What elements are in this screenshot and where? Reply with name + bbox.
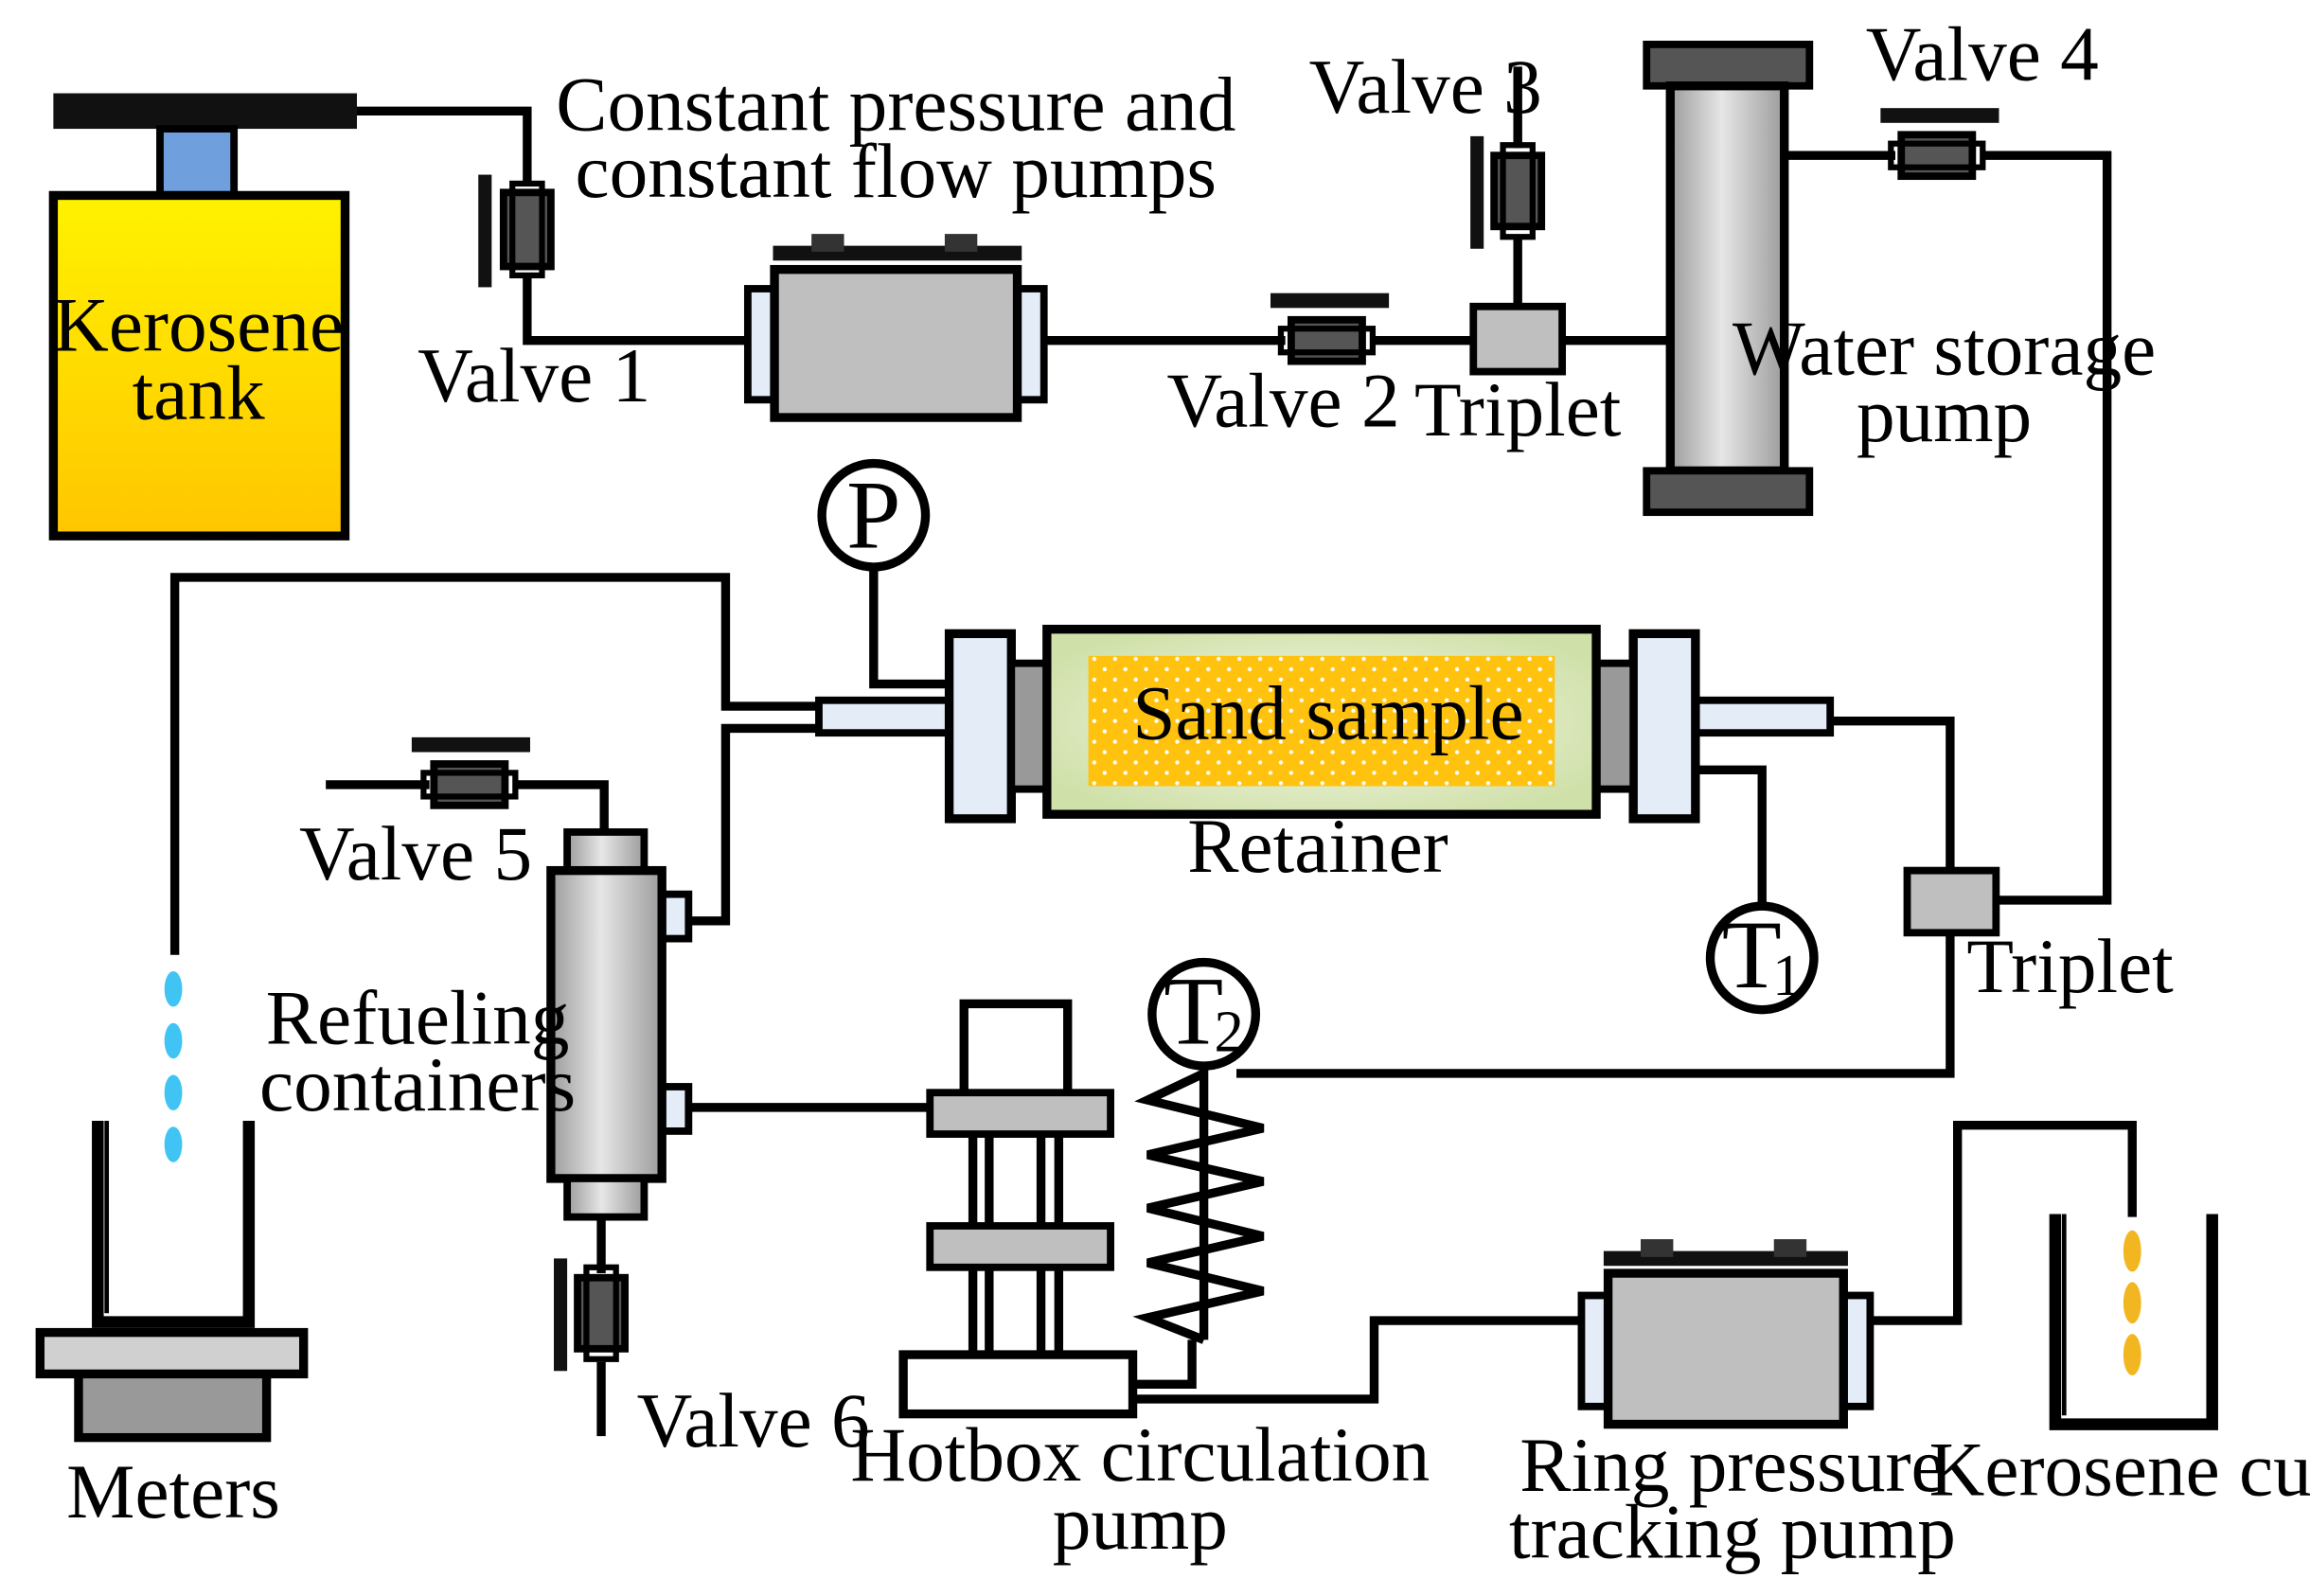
- hotbox-label-line1: Hotbox circulation: [850, 1412, 1430, 1498]
- retainer: [815, 625, 1835, 824]
- pumps-label-line2: constant flow pumps: [576, 129, 1217, 214]
- t1-subscript: 1: [1772, 942, 1802, 1008]
- valve-5-label: Valve 5: [299, 811, 532, 896]
- pressure-gauge-label: P: [846, 462, 900, 570]
- thermometer-t1: T 1: [1705, 901, 1819, 1015]
- kerosene-tank-label-line1: Kerosene: [53, 283, 344, 368]
- pressure-gauge: P: [817, 458, 931, 572]
- valve-1[interactable]: [478, 174, 555, 288]
- retainer-label: Retainer: [1187, 804, 1448, 889]
- ring-pump-label-line1: Ring pressure: [1519, 1423, 1945, 1508]
- refueling-label-line1: Refueling: [266, 976, 570, 1061]
- t2-subscript: 2: [1215, 998, 1244, 1064]
- valve-2[interactable]: [1270, 293, 1390, 365]
- hotbox-label-line2: pump: [1053, 1481, 1228, 1566]
- valve-4[interactable]: [1880, 108, 1999, 181]
- valve-5[interactable]: [411, 736, 530, 809]
- valve-3[interactable]: [1470, 135, 1546, 249]
- refueling-label-line2: containers: [259, 1042, 576, 1127]
- valve-1-label: Valve 1: [418, 333, 650, 418]
- triplet-right-label: Triplet: [1966, 924, 2174, 1009]
- kerosene-cup-label: Kerosene cup: [1929, 1428, 2310, 1513]
- kerosene-tank-label-line2: tank: [133, 351, 265, 436]
- ring-pressure-tracking-pump: [1577, 1239, 1875, 1429]
- water-drops: [164, 970, 183, 1162]
- valve-4-label: Valve 4: [1866, 11, 2099, 97]
- hotbox-circulation-pump: [898, 999, 1138, 1419]
- meters-label: Meters: [66, 1449, 280, 1534]
- sand-sample: [1088, 655, 1555, 787]
- valve-2-label: Valve 2: [1167, 358, 1400, 443]
- constant-pressure-flow-pump: [743, 234, 1048, 422]
- t1-label: T: [1722, 901, 1782, 1009]
- t2-label: T: [1164, 958, 1223, 1066]
- water-storage-pump: [1643, 41, 1814, 517]
- kerosene-cup: [2049, 1214, 2218, 1430]
- valve-3-label: Valve 3: [1309, 44, 1542, 130]
- heating-coil: [1132, 1058, 1265, 1344]
- kerosene-drops: [2123, 1230, 2141, 1375]
- thermometer-t2: T 2: [1147, 958, 1261, 1071]
- water-storage-pump-label-line1: Water storage: [1732, 307, 2156, 392]
- triplet-top-label: Triplet: [1414, 367, 1622, 452]
- pumps-label-line1: Constant pressure and: [556, 62, 1235, 148]
- triplet-right: [1903, 866, 2000, 937]
- sand-sample-label: Sand sample: [1132, 670, 1523, 755]
- ring-pump-label-line2: tracking pump: [1509, 1489, 1956, 1574]
- pipe-network: [169, 66, 2137, 1437]
- valve-6[interactable]: [554, 1258, 629, 1372]
- triplet-top: [1469, 302, 1567, 376]
- kerosene-tank: [48, 93, 357, 541]
- water-storage-pump-label-line2: pump: [1857, 373, 2032, 458]
- refueling-container: [546, 828, 693, 1221]
- meters: [35, 970, 309, 1443]
- valve-6-label: Valve 6: [637, 1378, 870, 1463]
